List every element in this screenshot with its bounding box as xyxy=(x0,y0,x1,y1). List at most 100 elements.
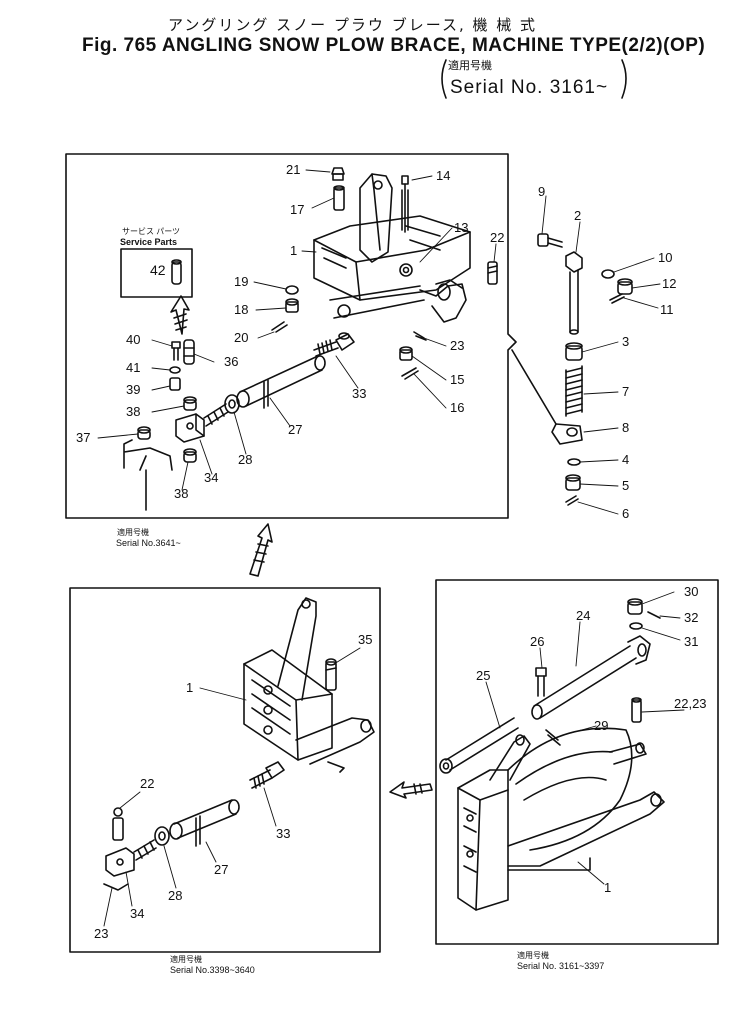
bottom-right-serial-japanese: 適用号機 xyxy=(517,951,549,960)
washer-10-icon xyxy=(601,269,615,279)
callout-27: 27 xyxy=(288,422,302,437)
bottom-right-panel-frame xyxy=(435,579,719,945)
callout-14: 14 xyxy=(436,168,450,183)
stud-22-older-icon xyxy=(112,807,124,841)
fitting-21-icon xyxy=(331,167,345,181)
nut-30-icon xyxy=(627,598,643,615)
brace-bracket-assembly xyxy=(313,173,471,323)
washer-19-icon xyxy=(285,285,299,295)
pin-16-icon xyxy=(401,367,419,380)
callout-37: 37 xyxy=(76,430,90,445)
nut-5-icon xyxy=(565,474,581,491)
callout-22-older: 22 xyxy=(140,776,154,791)
callout-12: 12 xyxy=(662,276,676,291)
callout-23-older: 23 xyxy=(94,926,108,941)
spring-36-icon xyxy=(183,339,195,365)
rod-end-33-older-icon xyxy=(249,761,285,789)
brace-bracket-assembly-older xyxy=(243,597,375,773)
bottom-left-panel-frame xyxy=(69,587,381,953)
bushing-38b-icon xyxy=(183,448,197,463)
bolt-9-icon xyxy=(537,233,563,248)
title-japanese: アングリング スノー プラウ ブレース, 機 械 式 xyxy=(168,16,538,34)
callout-1: 1 xyxy=(290,243,297,258)
callout-41: 41 xyxy=(126,360,140,375)
callout-16: 16 xyxy=(450,400,464,415)
callout-35: 35 xyxy=(358,632,372,647)
pin-29-icon xyxy=(545,729,561,746)
flow-arrow-left-icon xyxy=(389,781,433,799)
bushing-38-icon xyxy=(183,396,197,411)
callout-5: 5 xyxy=(622,478,629,493)
stud-35-icon xyxy=(325,658,337,691)
callout-7: 7 xyxy=(622,384,629,399)
nut-28-icon xyxy=(224,394,240,414)
serial-paren-left xyxy=(441,59,447,99)
spring-7-icon xyxy=(565,365,583,417)
callout-29: 29 xyxy=(594,718,608,733)
service-arrow-icon xyxy=(170,295,190,335)
bolt-14-icon xyxy=(401,175,409,233)
callout-10: 10 xyxy=(658,250,672,265)
callout-6: 6 xyxy=(622,506,629,521)
callout-22: 22 xyxy=(490,230,504,245)
bolt-26-icon xyxy=(535,667,547,697)
rod-end-33-icon xyxy=(313,332,355,357)
callout-17: 17 xyxy=(290,202,304,217)
service-parts-box xyxy=(120,248,193,298)
callout-18: 18 xyxy=(234,302,248,317)
bushing-17-icon xyxy=(333,185,345,211)
callout-19: 19 xyxy=(234,274,248,289)
bottom-right-serial: Serial No. 3161~3397 xyxy=(517,961,605,971)
bottom-left-serial: Serial No.3398~3640 xyxy=(170,965,255,975)
callout-21: 21 xyxy=(286,162,300,177)
flow-arrow-up-icon xyxy=(249,523,273,577)
pin-6-icon xyxy=(565,495,579,506)
nut-28-older-icon xyxy=(154,826,170,846)
callout-33: 33 xyxy=(352,386,366,401)
washer-41-icon xyxy=(169,366,181,374)
service-parts-label: Service Parts xyxy=(120,237,178,247)
pin-32-icon xyxy=(647,611,661,619)
top-panel-frame xyxy=(65,153,517,519)
rod-25-icon xyxy=(439,717,519,774)
clevis-34-icon xyxy=(175,403,229,443)
callout-34-older: 34 xyxy=(130,906,144,921)
callout-27-older: 27 xyxy=(214,862,228,877)
callout-15: 15 xyxy=(450,372,464,387)
callout-2: 2 xyxy=(574,208,581,223)
serial-paren-right xyxy=(621,59,627,99)
callout-26: 26 xyxy=(530,634,544,649)
callout-3: 3 xyxy=(622,334,629,349)
mount-bracket-outline xyxy=(123,439,173,511)
bolt-40-icon xyxy=(171,341,181,361)
callout-33-older: 33 xyxy=(276,826,290,841)
shaft-27-older-icon xyxy=(169,799,240,847)
callout-28-older: 28 xyxy=(168,888,182,903)
callout-8: 8 xyxy=(622,420,629,435)
callout-4: 4 xyxy=(622,452,629,467)
callout-36: 36 xyxy=(224,354,238,369)
nut-12-icon xyxy=(617,278,633,295)
callout-39: 39 xyxy=(126,382,140,397)
header-serial-range: Serial No. 3161~ xyxy=(450,77,609,98)
bottom-left-serial-japanese: 適用号機 xyxy=(170,955,202,964)
cotter-23-older-icon xyxy=(103,883,129,891)
callout-9: 9 xyxy=(538,184,545,199)
part-42-pin-icon xyxy=(171,259,182,285)
callout-38b: 38 xyxy=(174,486,188,501)
callout-23: 23 xyxy=(450,338,464,353)
callout-numbers: 42 21 14 17 13 22 1 19 18 20 23 40 36 41… xyxy=(76,162,707,941)
washer-4-icon xyxy=(567,458,581,466)
callout-1-a-frame: 1 xyxy=(604,880,611,895)
header-serial-japanese: 適用号機 xyxy=(448,60,492,72)
rod-2-icon xyxy=(565,251,583,335)
nut-39-icon xyxy=(169,377,181,391)
callout-1-older: 1 xyxy=(186,680,193,695)
nut-15-icon xyxy=(399,346,413,361)
service-parts-japanese: サービス パーツ xyxy=(122,227,181,236)
tube-24-icon xyxy=(531,635,651,720)
callout-30: 30 xyxy=(684,584,698,599)
clevis-34-older-icon xyxy=(105,839,157,877)
a-frame-assembly xyxy=(457,727,665,911)
rod-end-8-icon xyxy=(511,349,583,445)
